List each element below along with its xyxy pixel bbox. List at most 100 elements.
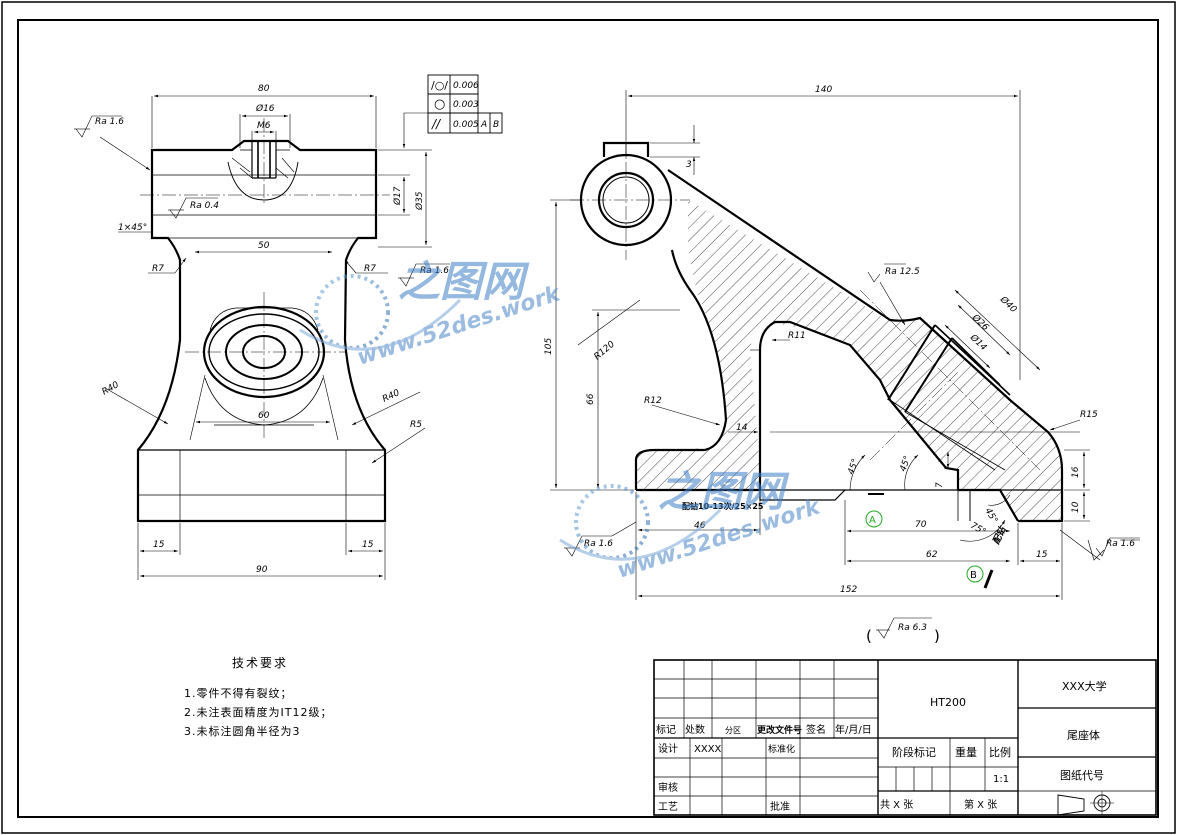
roughness-top: Ra 1.6 (95, 117, 124, 127)
dim-7: 7 (935, 482, 945, 488)
dim-phi40: Ø40 (997, 294, 1019, 316)
university: XXX大学 (1062, 679, 1107, 693)
tech-req-title: 技术要求 (232, 656, 288, 670)
tech-req-item-2: 2.未注表面精度为IT12级； (184, 705, 332, 719)
roughness-right: Ra 1.6 (420, 266, 449, 276)
hdr-date: 年/月/日 (835, 723, 872, 736)
watermark-brand-2: 之图网 (658, 467, 790, 516)
dim-50: 50 (258, 241, 270, 251)
dim-15: 15 (1036, 550, 1048, 560)
dim-15-right: 15 (362, 540, 374, 550)
tol-value-1: 0.006 (453, 81, 479, 91)
dim-phi26: Ø26 (969, 312, 991, 334)
roughness-side-right: Ra 1.6 (1106, 539, 1135, 549)
angle-45-b: 45° (898, 455, 913, 473)
front-view-outline (136, 139, 387, 523)
dim-3: 3 (686, 160, 692, 170)
angle-75: 75° (969, 521, 988, 538)
marker-a: A (869, 515, 876, 526)
front-view-labels: 80 Ø16 M6 Ø17 Ø35 50 60 90 15 15 R7 R7 R… (95, 84, 449, 575)
front-view (136, 139, 387, 523)
front-view-centerlines (140, 118, 390, 440)
dim-r12: R12 (644, 396, 662, 406)
dim-66: 66 (586, 393, 596, 405)
part-name: 尾座体 (1067, 728, 1100, 742)
dim-14: 14 (736, 423, 748, 433)
roughness-bore: Ra 0.4 (190, 201, 219, 211)
angle-45-c: 45° (982, 507, 999, 526)
designer: XXXX (694, 744, 722, 755)
dim-phi17: Ø17 (392, 186, 403, 206)
tol-symbol-roundness: ○ (434, 97, 445, 112)
dim-105: 105 (544, 338, 554, 355)
scale-label: 比例 (989, 745, 1011, 759)
tech-req-item-3: 3.未标注圆角半径为3 (184, 724, 301, 738)
hdr-sign: 签名 (806, 723, 826, 736)
process-label: 工艺 (658, 801, 678, 813)
tol-symbol-cylindricity: /○/ (431, 79, 448, 92)
angle-45-a: 45° (846, 458, 861, 476)
dim-70: 70 (915, 520, 927, 530)
dim-60: 60 (258, 411, 270, 421)
tol-value-2: 0.003 (453, 100, 479, 110)
projection-cone-icon (1057, 794, 1085, 816)
hdr-count: 处数 (685, 723, 705, 736)
title-block (653, 659, 1157, 816)
hdr-doc: 更改文件号 (757, 724, 802, 736)
dim-r40-left: R40 (101, 380, 122, 398)
tol-datum-a: A (480, 120, 487, 130)
approve-label: 批准 (770, 800, 790, 813)
roughness-side-left: Ra 1.6 (584, 539, 613, 549)
dim-15-left: 15 (153, 540, 165, 550)
front-view-dimensions (74, 94, 450, 580)
dim-r5: R5 (410, 420, 422, 430)
tolerance-frame: /○/ ○ // 0.006 0.003 0.005 A B (402, 74, 503, 148)
dim-r120: R120 (593, 339, 618, 362)
sheet-number: 第 X 张 (964, 798, 997, 811)
close-paren: ) (934, 627, 940, 645)
review-label: 审核 (658, 781, 678, 794)
marker-b: B (970, 570, 977, 581)
drawing-code-label: 图纸代号 (1060, 769, 1104, 782)
hdr-mark: 标记 (656, 724, 676, 736)
dim-m6: M6 (257, 121, 271, 131)
dim-62: 62 (926, 550, 938, 560)
hdr-zone: 分区 (725, 726, 741, 735)
open-paren: ( (866, 627, 872, 645)
tech-requirements: 技术要求 1.零件不得有裂纹； 2.未注表面精度为IT12级； 3.未标注圆角半… (184, 656, 332, 738)
standard-label: 标准化 (768, 743, 795, 755)
general-roughness: Ra 6.3 (898, 623, 927, 633)
watermark-1: 之图网 www.52des.work (299, 257, 564, 371)
dim-80: 80 (258, 84, 270, 94)
weight-label: 重量 (955, 745, 977, 759)
side-note: 配钻 (991, 523, 1009, 546)
section-markers: A B (865, 510, 984, 583)
dim-r11: R11 (788, 331, 806, 341)
dim-46: 46 (694, 521, 706, 531)
dim-r7-right: R7 (364, 264, 376, 274)
material: HT200 (930, 696, 966, 709)
tech-req-item-1: 1.零件不得有裂纹； (184, 686, 293, 700)
tol-datum-b: B (493, 120, 499, 130)
dim-140: 140 (815, 85, 832, 95)
watermark-brand-1: 之图网 (398, 257, 530, 306)
dim-90: 90 (256, 565, 268, 575)
roughness-12-5: Ra 12.5 (885, 267, 920, 277)
total-sheets: 共 X 张 (880, 799, 913, 811)
side-view-centerlines (570, 140, 1041, 471)
dim-phi16: Ø16 (255, 103, 275, 114)
watermark-2: 之图网 www.52des.work (559, 467, 824, 584)
pin-note: 配钻10-13次/25×25 (682, 501, 764, 511)
chamfer-note: 1×45° (118, 223, 147, 233)
dim-152: 152 (840, 585, 857, 595)
dim-phi35: Ø35 (414, 191, 425, 211)
inner-border (17, 19, 1159, 818)
dim-r15: R15 (1080, 410, 1098, 420)
title-block-text: HT200 XXX大学 尾座体 图纸代号 标记 处数 分区 更改文件号 签名 年… (656, 679, 1107, 813)
scale-value: 1:1 (993, 774, 1009, 785)
design-label: 设计 (658, 742, 678, 755)
stage-label: 阶段标记 (892, 745, 936, 759)
dim-16: 16 (1071, 466, 1081, 478)
